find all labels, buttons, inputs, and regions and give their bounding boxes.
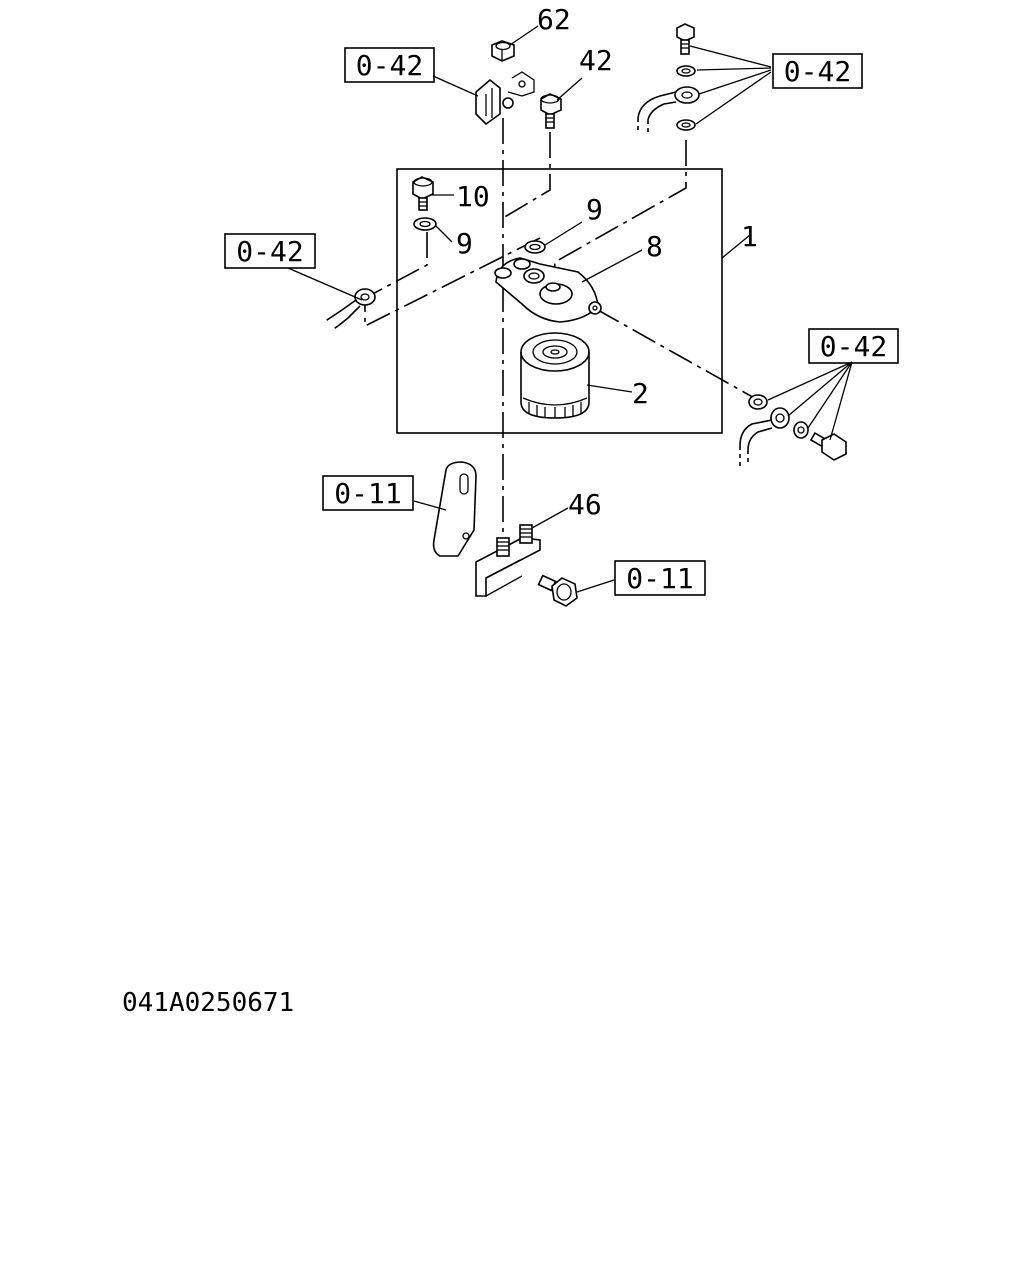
ref-label-bottom-bolt: 0-11 [626, 562, 693, 595]
callout-9-upper: 9 [586, 193, 603, 226]
bottom-flange-bolt-part [537, 574, 578, 607]
mounting-bracket-part [432, 461, 541, 597]
ref-box-bracket[interactable]: 0-11 [322, 475, 414, 511]
ref-label-left: 0-42 [236, 235, 303, 268]
callout-2: 2 [632, 377, 649, 410]
callout-62: 62 [537, 3, 571, 36]
right-eye-bolt-fitting [739, 394, 847, 466]
clip-bracket-part [475, 71, 535, 126]
ref-label-top-right: 0-42 [784, 55, 851, 88]
nut-62-part [491, 40, 515, 62]
washer-9-upper-part [524, 240, 546, 254]
filter-element-2-part [520, 332, 590, 419]
leader-lines [287, 25, 853, 593]
left-pipe-fitting [323, 288, 376, 331]
callout-8: 8 [646, 230, 663, 263]
callout-42: 42 [579, 44, 613, 77]
callout-9-left: 9 [456, 227, 473, 260]
ref-box-bottom-bolt[interactable]: 0-11 [614, 560, 706, 596]
bolt-42-part [540, 93, 562, 129]
assembly-boundary-box [396, 168, 723, 434]
washer-9-left-part [413, 217, 437, 231]
ref-box-top-right[interactable]: 0-42 [772, 53, 863, 89]
top-right-eye-bolt-fitting [637, 23, 700, 132]
ref-label-right: 0-42 [820, 330, 887, 363]
ref-label-bracket: 0-11 [334, 477, 401, 510]
ref-label-top-left: 0-42 [356, 49, 423, 82]
drawing-number: 041A0250671 [122, 988, 294, 1018]
callout-10: 10 [456, 180, 490, 213]
callout-46: 46 [568, 488, 602, 521]
callout-1: 1 [741, 220, 758, 253]
filter-head-8-part [494, 257, 602, 323]
ref-box-left[interactable]: 0-42 [224, 233, 316, 269]
bolt-10-part [412, 176, 434, 211]
stud-46-parts [496, 524, 533, 557]
ref-box-right[interactable]: 0-42 [808, 328, 899, 364]
ref-box-top-left[interactable]: 0-42 [344, 47, 435, 83]
